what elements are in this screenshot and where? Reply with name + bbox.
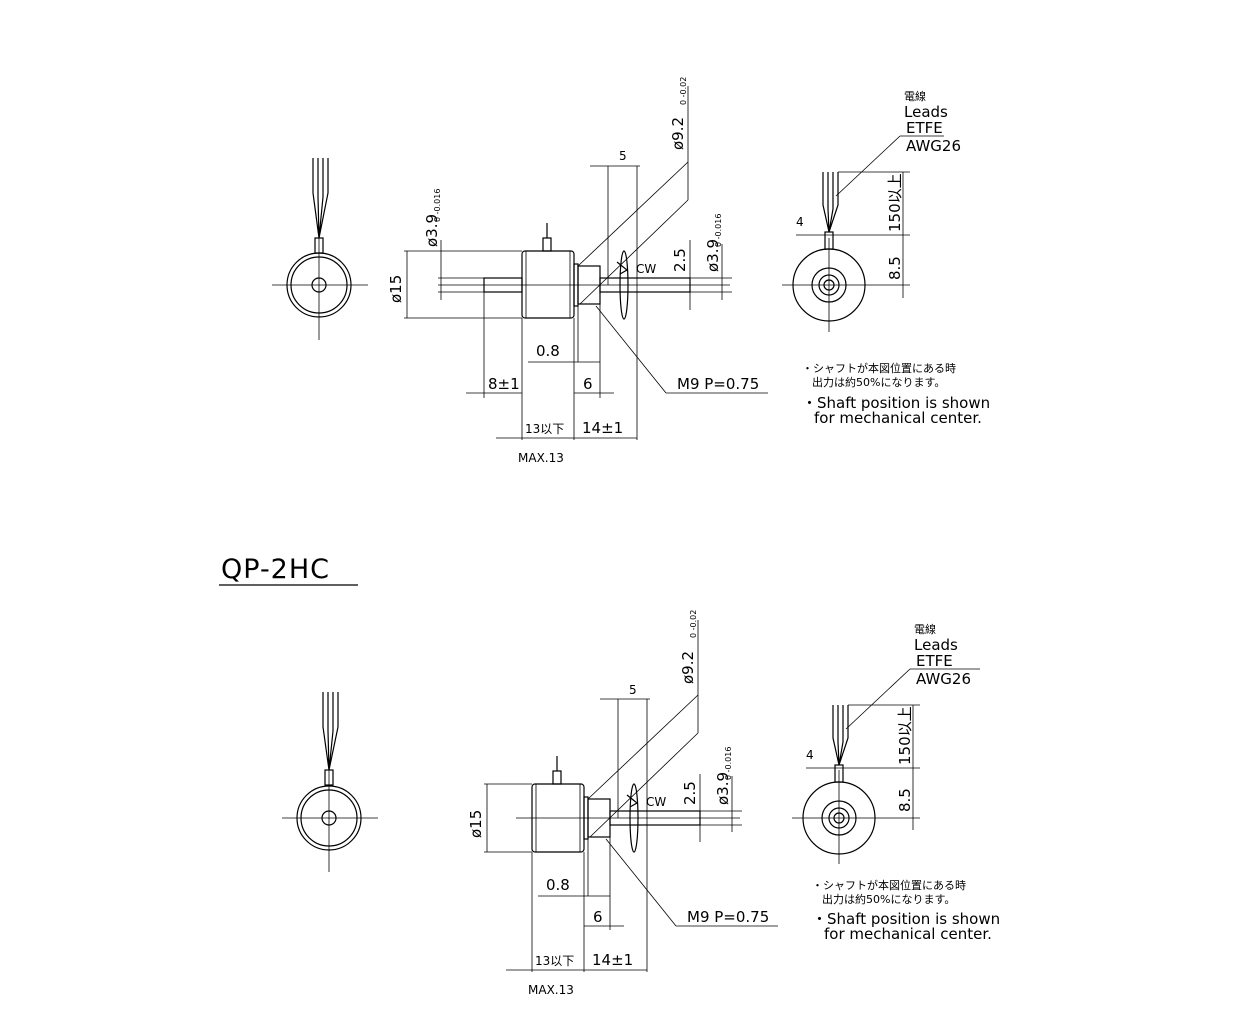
top-dim-phi92-tol: 0 -0.02 [679, 77, 688, 105]
top-dim-phi39-left: ø3.9 [423, 214, 441, 247]
bottom-dim-2-5: 2.5 [681, 781, 699, 805]
top-dim-14pm1: 14±1 [582, 419, 623, 437]
bottom-leads-en: Leads [914, 636, 958, 654]
top-dim-phi15: ø15 [387, 275, 405, 303]
top-side-dim-8-5: 8.5 [886, 256, 904, 280]
top-leads-mat: ETFE [906, 119, 943, 137]
bottom-note-jp1: ・シャフトが本図位置にある時 [812, 878, 966, 892]
top-leads-jp: 電線 [904, 89, 926, 103]
top-dim-phi39-left-tol: 0 -0.016 [433, 189, 442, 222]
bottom-drawing: 5 ø9.2 0 -0.02 ø15 CW 2.5 ø3.9 0 -0.016 … [282, 610, 1000, 997]
top-note-jp2: 出力は約50%になります。 [812, 375, 945, 389]
top-dim-phi92: ø9.2 [669, 117, 687, 150]
top-dim-5: 5 [619, 149, 627, 163]
model-title: QP-2HC [221, 554, 330, 585]
bottom-side-dim-8-5: 8.5 [896, 788, 914, 812]
bottom-dim-phi92: ø9.2 [679, 651, 697, 684]
bottom-dim-phi39-right-tol: 0 -0.016 [724, 747, 733, 780]
bottom-dim-6: 6 [593, 908, 603, 926]
top-dim-13: 13以下 [525, 422, 564, 436]
top-note-en1: ・Shaft position is shown [802, 394, 990, 412]
bottom-dim-phi92-tol: 0 -0.02 [689, 610, 698, 638]
bottom-dim-13: 13以下 [535, 954, 574, 968]
top-drawing: 5 ø9.2 0 -0.02 ø3.9 0 -0.016 ø15 CW 2.5 … [272, 77, 990, 465]
top-dim-phi39-right-tol: 0 -0.016 [714, 214, 723, 247]
bottom-leads-mat: ETFE [916, 652, 953, 670]
bottom-leads-awg: AWG26 [916, 670, 971, 688]
bottom-dim-5: 5 [629, 683, 637, 697]
top-dim-2-5: 2.5 [671, 248, 689, 272]
top-leads-awg: AWG26 [906, 137, 961, 155]
bottom-dim-phi39-right: ø3.9 [714, 772, 732, 805]
bottom-front-view [282, 692, 378, 872]
bottom-note-en2: for mechanical center. [824, 925, 992, 943]
bottom-dim-phi15: ø15 [467, 810, 485, 838]
bottom-note-jp2: 出力は約50%になります。 [822, 892, 955, 906]
top-dim-6: 6 [583, 375, 593, 393]
bottom-dim-0-8: 0.8 [546, 876, 570, 894]
top-max13: MAX.13 [518, 451, 564, 465]
bottom-side-view [484, 620, 778, 972]
top-front-view [272, 158, 368, 340]
bottom-m9-label: M9 P=0.75 [687, 908, 769, 926]
bottom-cw-label: CW [646, 795, 666, 809]
top-note-en2: for mechanical center. [814, 409, 982, 427]
top-side-view [404, 86, 768, 440]
top-cw-label: CW [636, 262, 656, 276]
bottom-leads-jp: 電線 [914, 622, 936, 636]
top-note-jp1: ・シャフトが本図位置にある時 [802, 361, 956, 375]
bottom-max13: MAX.13 [528, 983, 574, 997]
bottom-note-en1: ・Shaft position is shown [812, 910, 1000, 928]
top-side-dim-150: 150以上 [886, 173, 904, 232]
top-end-view [782, 135, 944, 332]
top-leads-en: Leads [904, 103, 948, 121]
bottom-end-view [792, 668, 980, 864]
bottom-side-dim-4: 4 [806, 748, 814, 762]
bottom-dim-14pm1: 14±1 [592, 951, 633, 969]
top-dim-0-8: 0.8 [536, 342, 560, 360]
top-dim-phi39-right: ø3.9 [704, 239, 722, 272]
top-m9-label: M9 P=0.75 [677, 375, 759, 393]
top-dim-8pm1: 8±1 [488, 375, 520, 393]
bottom-side-dim-150: 150以上 [896, 706, 914, 765]
top-side-dim-4: 4 [796, 215, 804, 229]
